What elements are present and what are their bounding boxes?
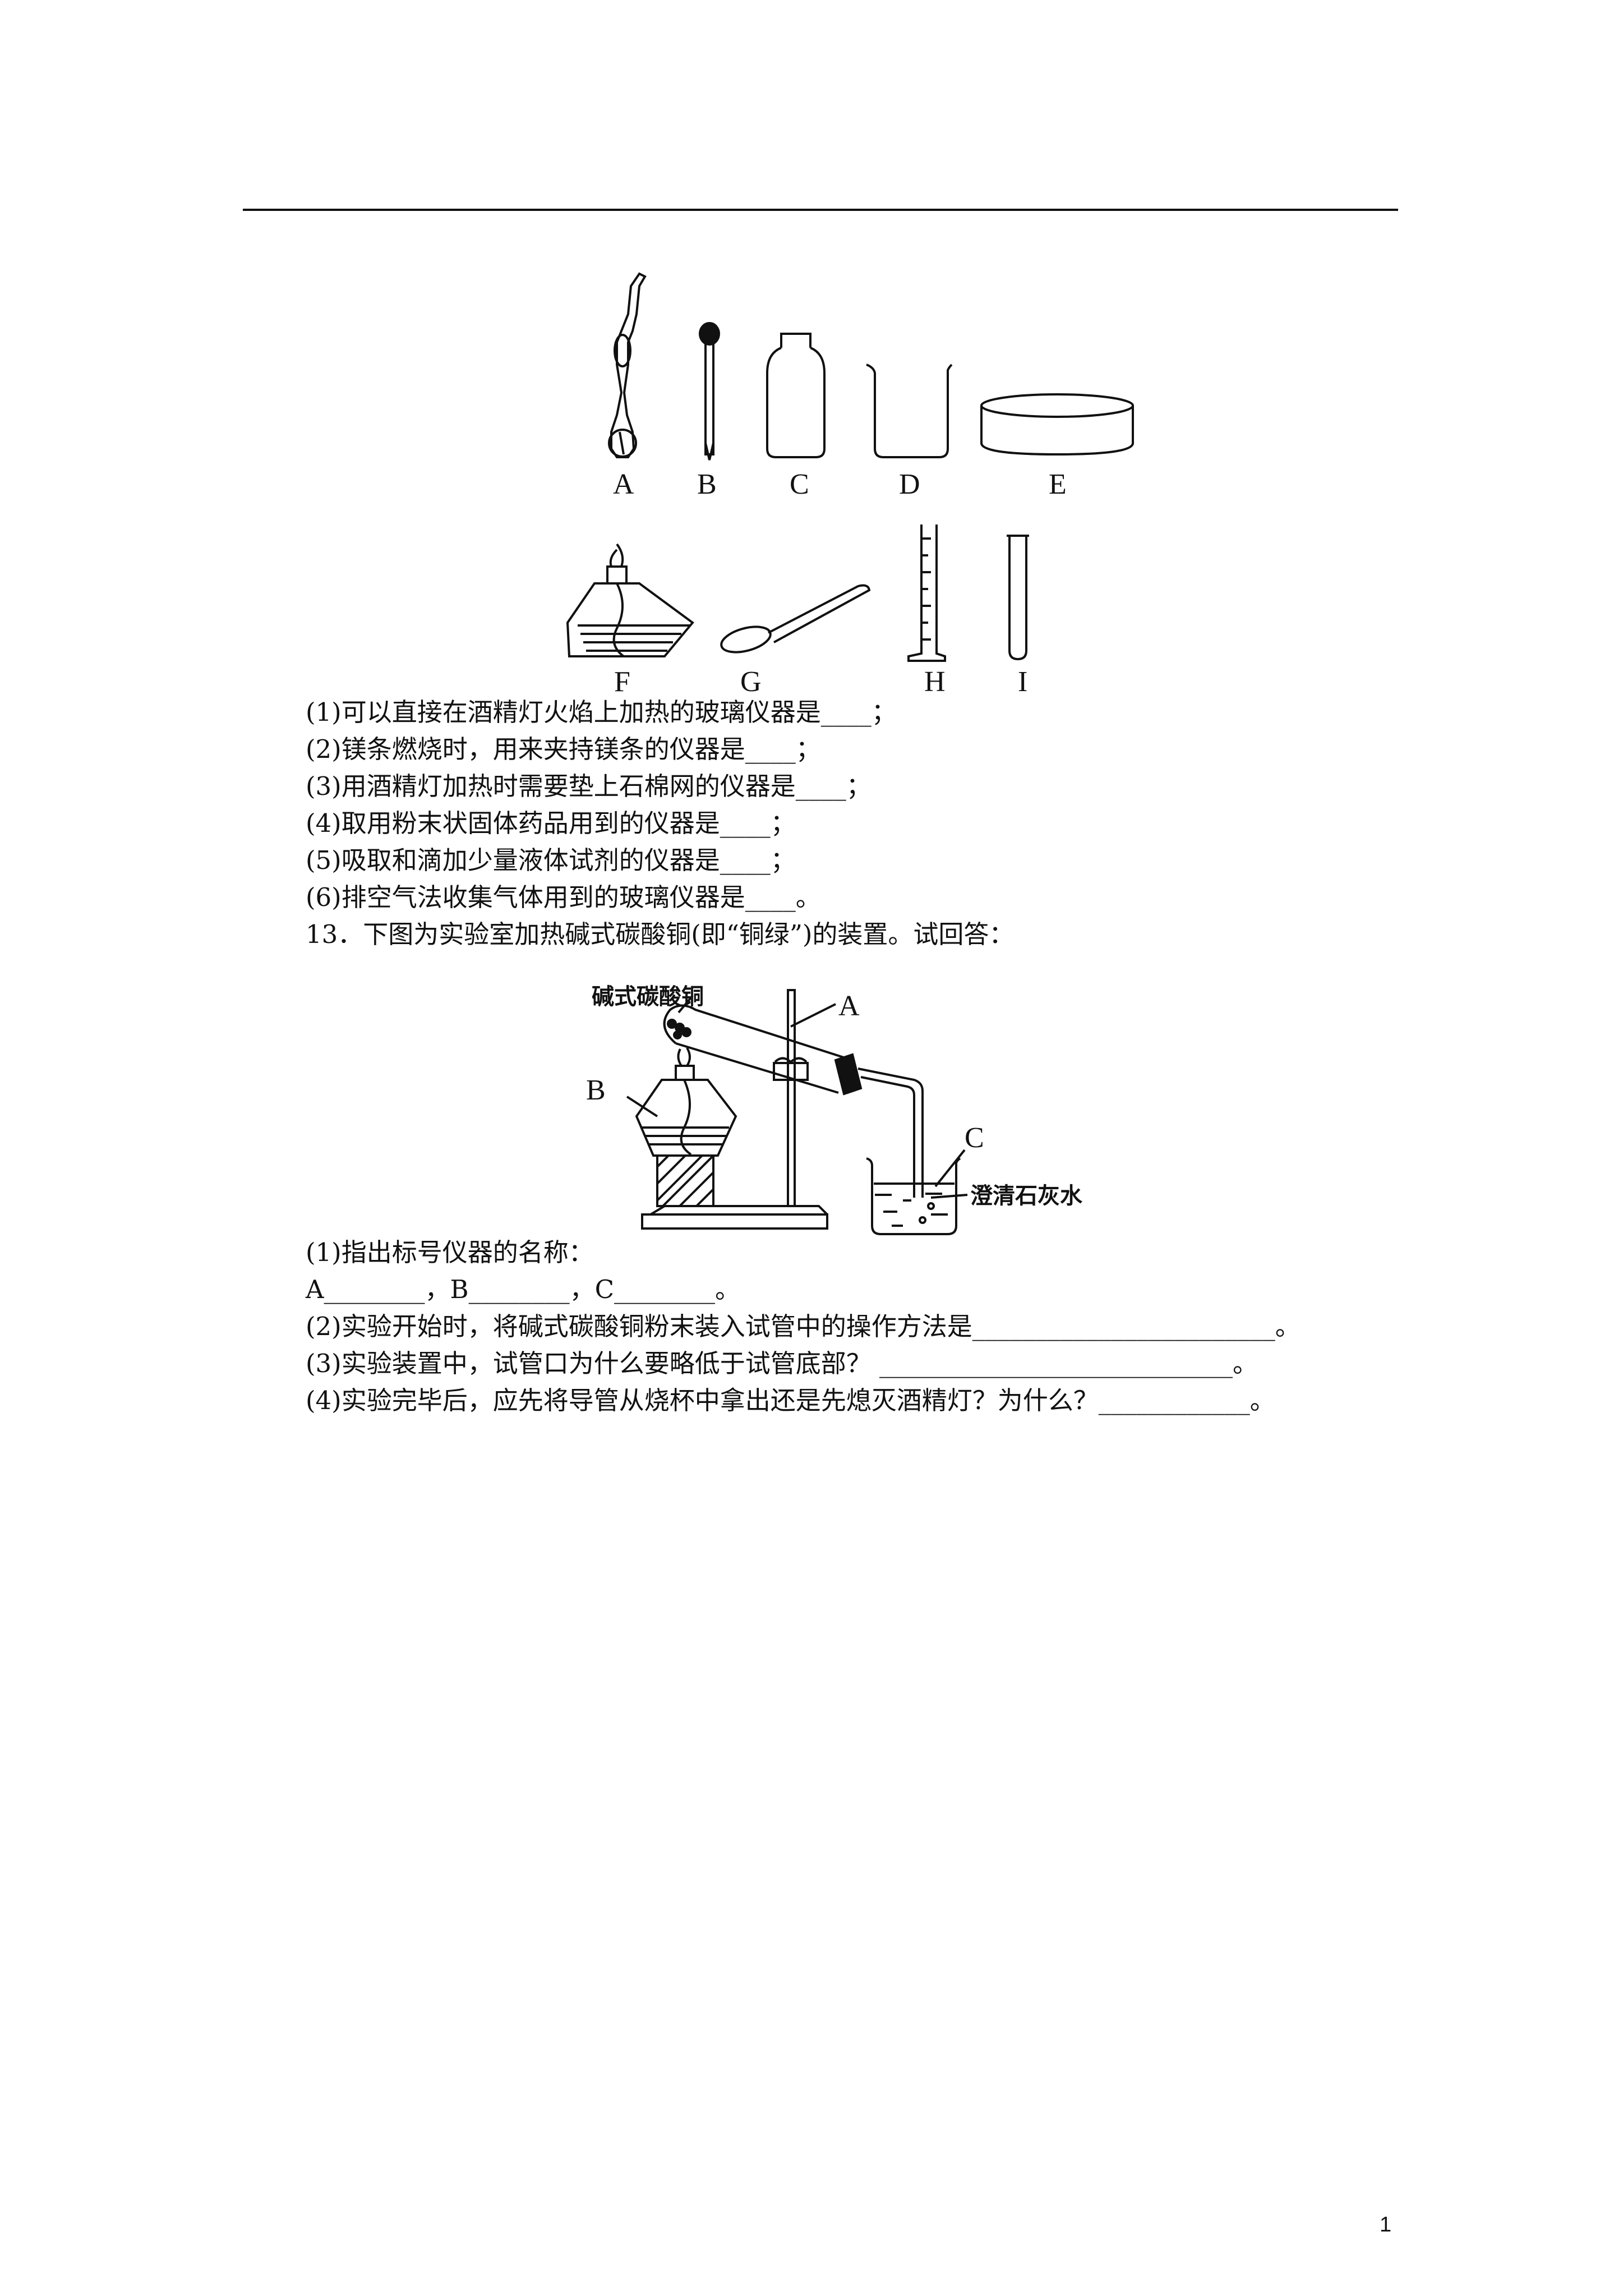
figure-label-i: I — [1018, 666, 1027, 698]
figure-label-b: B — [697, 468, 717, 500]
figure-label-h: H — [924, 666, 946, 698]
question-12-6: (6)排空气法收集气体用到的玻璃仪器是____。 — [306, 882, 821, 912]
header-rule — [243, 209, 1398, 211]
graduated-cylinder-drawing — [907, 524, 946, 662]
instrument-figure: A B C D E F G H I — [0, 0, 1623, 707]
question-12-2: (2)镁条燃烧时，用来夹持镁条的仪器是____； — [306, 734, 821, 764]
medicine-spoon-drawing — [720, 584, 871, 654]
apparatus-label-c: C — [965, 1122, 984, 1154]
apparatus-figure: 碱式碳酸铜 A B C 澄清石灰水 — [586, 984, 1083, 1235]
question-12-5: (5)吸取和滴加少量液体试剂的仪器是____； — [306, 845, 796, 875]
question-12-4: (4)取用粉末状固体药品用到的仪器是____； — [306, 808, 796, 838]
question-13-sub1: (1)指出标号仪器的名称： — [306, 1237, 594, 1267]
page-number: 1 — [1380, 2213, 1392, 2237]
question-12-3: (3)用酒精灯加热时需要垫上石棉网的仪器是____； — [306, 771, 872, 801]
question-13-stem: 13．下图为实验室加热碱式碳酸铜(即“铜绿”)的装置。试回答： — [306, 919, 1015, 949]
question-13-sub3: (3)实验装置中，试管口为什么要略低于试管底部？ _______________… — [306, 1349, 1258, 1378]
beaker-drawing — [866, 364, 953, 458]
question-13-sub1-blanks: A________，B________，C________。 — [306, 1274, 740, 1304]
test-tube-drawing — [1007, 535, 1029, 661]
dropper-drawing — [699, 322, 720, 461]
solution-label: 澄清石灰水 — [970, 1183, 1083, 1209]
figure-label-d: D — [899, 468, 920, 500]
reagent-label: 碱式碳酸铜 — [592, 984, 704, 1010]
question-13-sub2: (2)实验开始时，将碱式碳酸铜粉末装入试管中的操作方法是____________… — [306, 1312, 1301, 1341]
petri-dish-drawing — [980, 393, 1134, 456]
figure-label-c: C — [790, 468, 809, 500]
figure-label-g: G — [740, 666, 762, 698]
gas-bottle-drawing — [766, 333, 826, 458]
figure-label-e: E — [1049, 468, 1067, 500]
figure-label-a: A — [613, 468, 634, 500]
crucible-tongs-drawing — [608, 272, 647, 458]
apparatus-label-b: B — [586, 1074, 606, 1106]
question-12-1: (1)可以直接在酒精灯火焰上加热的玻璃仪器是____； — [306, 697, 897, 727]
figure-label-f: F — [614, 666, 630, 698]
apparatus-label-a: A — [838, 990, 860, 1022]
question-13-sub4: (4)实验完毕后，应先将导管从烧杯中拿出还是先熄灭酒精灯？为什么？_______… — [306, 1386, 1275, 1415]
alcohol-lamp-drawing — [566, 543, 694, 657]
